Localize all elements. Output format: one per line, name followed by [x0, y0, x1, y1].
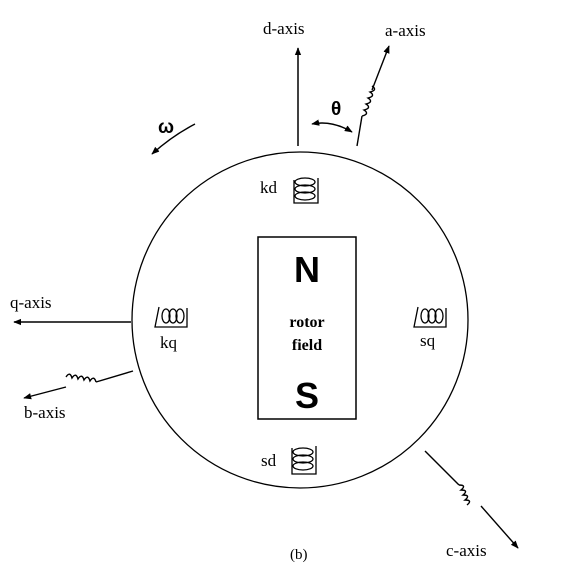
rotor-magnet: [257, 236, 357, 420]
theta-angle-arrow: [311, 119, 353, 133]
figure-caption: (b): [290, 547, 308, 563]
q-axis-label: q-axis: [10, 293, 52, 312]
sd-winding-coil-icon: [291, 446, 317, 475]
c-axis-arrow: [424, 450, 519, 549]
kd-winding-label: kd: [260, 178, 278, 197]
sd-winding-label: sd: [261, 451, 277, 470]
a-axis-arrow: [356, 45, 390, 147]
kq-winding-label: kq: [160, 333, 178, 352]
theta-symbol: θ: [331, 99, 341, 120]
north-pole-label: N: [294, 249, 320, 290]
field-label: field: [292, 337, 322, 354]
c-axis-label: c-axis: [446, 541, 487, 560]
omega-symbol: ω: [158, 117, 174, 138]
kq-winding-coil-icon: [154, 306, 188, 328]
rotation-arrow: [151, 123, 196, 155]
d-axis-label: d-axis: [263, 19, 305, 38]
rotor-label: rotor: [289, 314, 324, 331]
south-pole-label: S: [295, 375, 319, 416]
stator-circle: [131, 151, 469, 489]
b-axis-label: b-axis: [24, 403, 66, 422]
sq-winding-label: sq: [420, 331, 436, 350]
a-axis-label: a-axis: [385, 21, 426, 40]
b-axis-arrow: [23, 370, 134, 400]
kd-winding-coil-icon: [293, 177, 319, 204]
sq-winding-coil-icon: [413, 306, 447, 328]
